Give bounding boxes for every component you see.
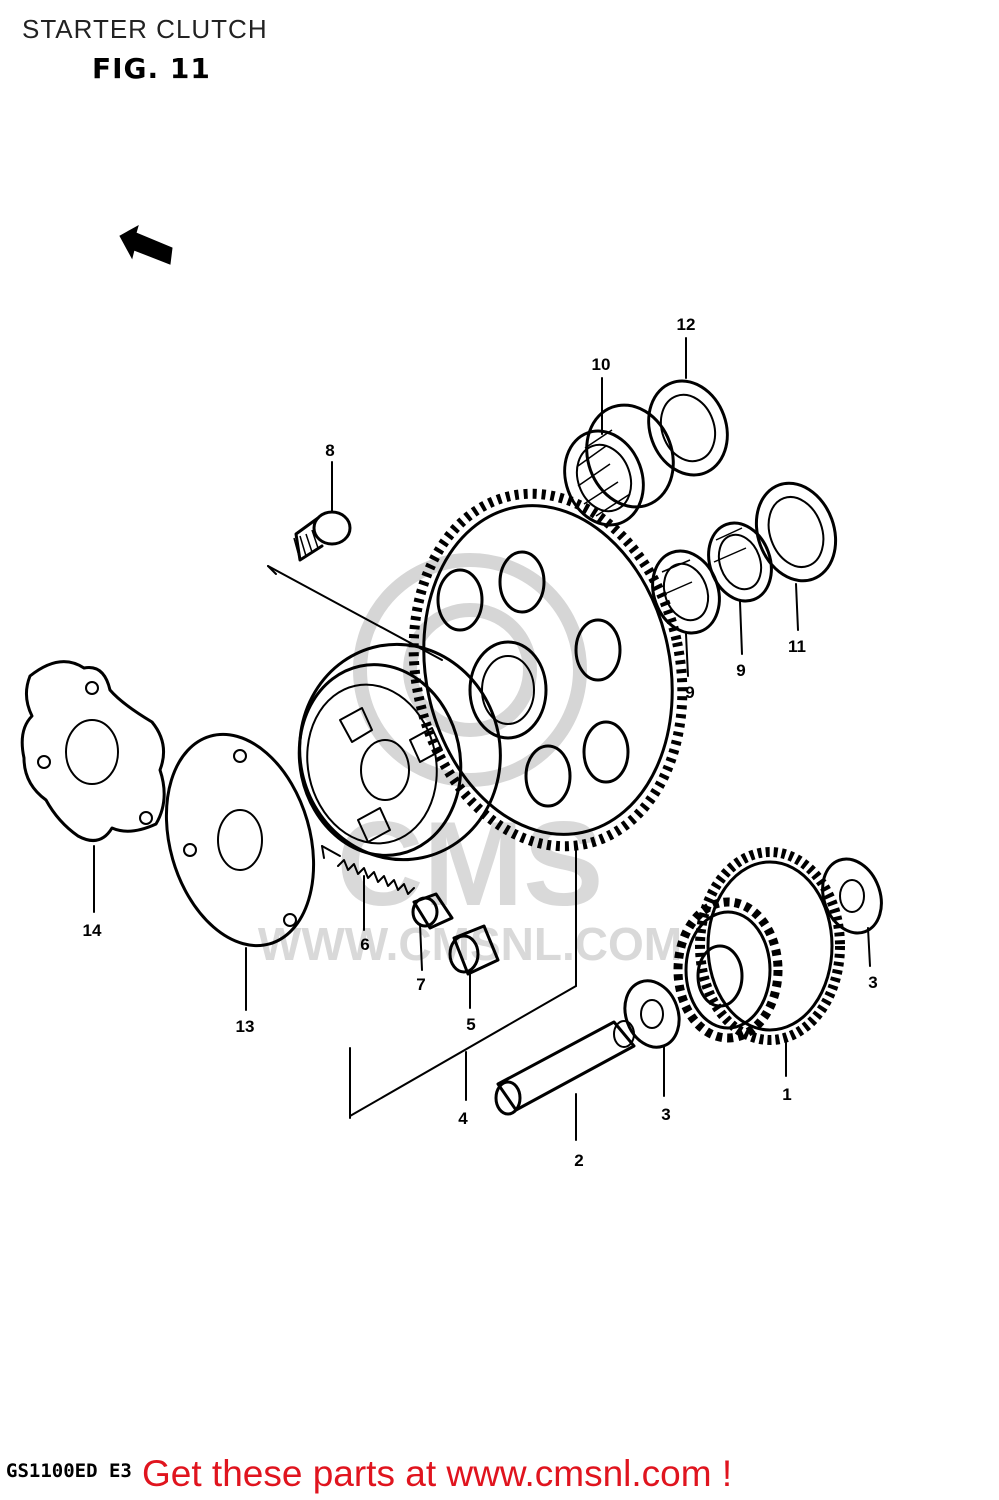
callout-12: 12 xyxy=(677,315,696,334)
part-14-plate xyxy=(20,660,166,842)
callout-2: 2 xyxy=(574,1151,583,1170)
callout-11: 11 xyxy=(788,637,806,656)
part-5-roller xyxy=(448,924,500,976)
callout-1: 1 xyxy=(782,1085,791,1104)
callout-13: 13 xyxy=(236,1017,255,1036)
callout-7: 7 xyxy=(416,975,425,994)
part-1-idle-gear xyxy=(673,847,845,1045)
callout-9a: 9 xyxy=(685,683,694,702)
part-6-spring xyxy=(337,859,415,895)
callout-5: 5 xyxy=(466,1015,475,1034)
watermark-brand: CMS xyxy=(337,797,604,931)
callout-9b: 9 xyxy=(736,661,745,680)
callout-10: 10 xyxy=(592,355,611,374)
callout-4: 4 xyxy=(458,1109,468,1128)
callout-3a: 3 xyxy=(868,973,877,992)
part-11-washer xyxy=(754,481,838,583)
watermark: CMS WWW.CMSNL.COM xyxy=(258,553,682,970)
part-number-callouts: 1 2 3 3 4 5 6 7 8 9 9 10 11 12 13 14 xyxy=(83,315,878,1170)
part-8-screw xyxy=(293,510,352,562)
callout-8: 8 xyxy=(325,441,334,460)
part-13-plate xyxy=(164,732,316,948)
page-title: STARTER CLUTCH xyxy=(22,14,268,44)
part-12-washer xyxy=(647,379,729,477)
leader-lines xyxy=(93,337,871,1141)
part-10-needle-bearing xyxy=(563,403,675,527)
watermark-url: WWW.CMSNL.COM xyxy=(258,918,682,970)
figure-number: FIG. 11 xyxy=(92,52,211,85)
part-7-pin xyxy=(411,892,454,930)
part-4-starter-clutch-gear xyxy=(297,488,688,862)
shop-link[interactable]: Get these parts at www.cmsnl.com ! xyxy=(142,1453,733,1494)
callout-14: 14 xyxy=(83,921,102,940)
front-arrow-icon xyxy=(119,224,173,265)
part-2-shaft xyxy=(494,1020,636,1116)
callout-3b: 3 xyxy=(661,1105,670,1124)
callout-6: 6 xyxy=(360,935,369,954)
model-code: GS1100ED E3 xyxy=(6,1460,132,1482)
